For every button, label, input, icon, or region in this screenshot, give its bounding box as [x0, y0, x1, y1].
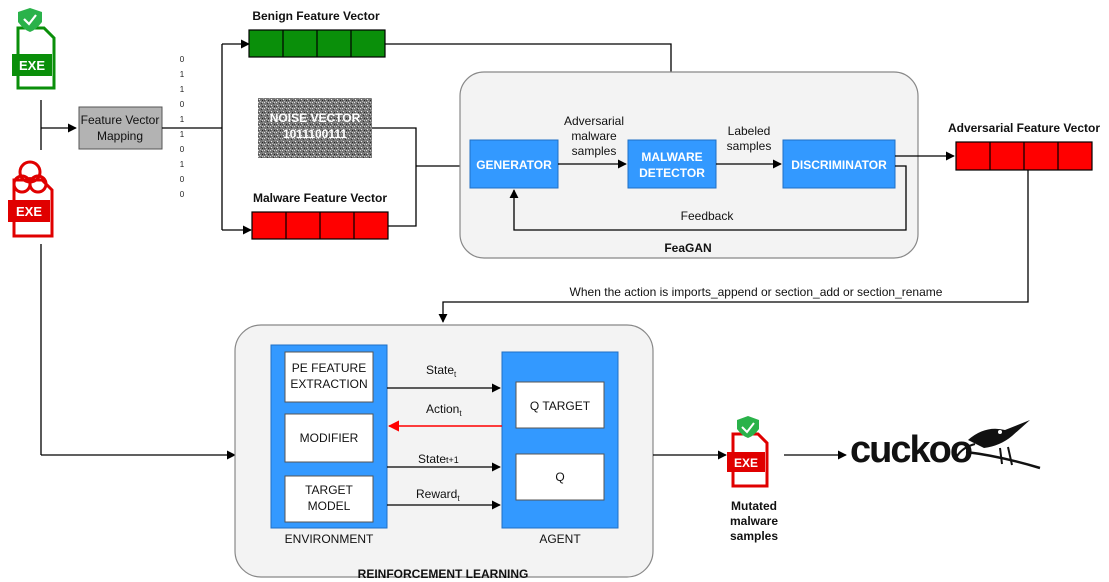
generator-block: GENERATOR	[469, 139, 559, 189]
mapped-bits: 0 1 1 0 1 1 0 1 0 0	[180, 55, 185, 199]
generator-input-connectors	[372, 127, 469, 227]
svg-text:GENERATOR: GENERATOR	[476, 158, 552, 172]
benign-exe-icon: EXE	[12, 8, 56, 90]
svg-text:DISCRIMINATOR: DISCRIMINATOR	[791, 158, 887, 172]
adversarial-samples-label: Adversarial malware samples	[564, 114, 624, 158]
condition-label: When the action is imports_append or sec…	[570, 285, 943, 299]
svg-text:EXE: EXE	[734, 456, 758, 470]
svg-text:EXE: EXE	[16, 204, 42, 219]
bit-9: 0	[180, 190, 185, 199]
svg-text:EXE: EXE	[19, 58, 45, 73]
malware-feature-vector	[251, 211, 389, 240]
svg-text:Mutated: Mutated	[731, 499, 777, 513]
vector-split-connectors	[196, 39, 252, 235]
bit-4: 1	[180, 115, 185, 124]
svg-text:Statet: Statet	[426, 363, 457, 379]
adversarial-to-rl-arrow	[438, 170, 1029, 323]
svg-text:cuckoo: cuckoo	[850, 429, 972, 471]
svg-text:malware: malware	[571, 129, 617, 143]
environment-label: ENVIRONMENT	[285, 532, 374, 546]
svg-text:EXTRACTION: EXTRACTION	[290, 377, 367, 391]
svg-text:Rewardt: Rewardt	[416, 487, 460, 503]
adversarial-feature-vector	[955, 141, 1093, 171]
bit-1: 1	[180, 70, 185, 79]
svg-text:TARGET: TARGET	[305, 483, 353, 497]
bit-5: 1	[180, 130, 185, 139]
svg-text:Q TARGET: Q TARGET	[530, 399, 591, 413]
svg-text:PE FEATURE: PE FEATURE	[292, 361, 366, 375]
cuckoo-logo: cuckoo	[850, 420, 1041, 471]
svg-text:MODIFIER: MODIFIER	[300, 431, 359, 445]
bit-3: 0	[180, 100, 185, 109]
agent-label: AGENT	[539, 532, 581, 546]
discriminator-block: DISCRIMINATOR	[782, 139, 896, 189]
svg-text:Feature Vector: Feature Vector	[81, 113, 160, 127]
labeled-samples-label: Labeled samples	[727, 124, 772, 153]
svg-text:Adversarial: Adversarial	[564, 114, 624, 128]
bit-6: 0	[180, 145, 185, 154]
malware-detector-block: MALWARE DETECTOR	[627, 139, 717, 189]
agent-block: AGENT	[501, 351, 619, 546]
svg-text:Mapping: Mapping	[97, 129, 143, 143]
adversarial-vector-label: Adversarial Feature Vector	[948, 121, 1100, 135]
bit-8: 0	[180, 175, 185, 184]
state-arrow: Statet	[387, 363, 501, 393]
svg-text:samples: samples	[727, 139, 772, 153]
malware-vector-label: Malware Feature Vector	[253, 191, 387, 205]
svg-text:samples: samples	[730, 529, 778, 543]
svg-text:DETECTOR: DETECTOR	[639, 166, 705, 180]
feedback-arrow	[509, 165, 907, 231]
modifier-box: MODIFIER	[284, 413, 374, 463]
action-arrow: Actiont	[387, 402, 502, 432]
malware-exe-icon: EXE	[8, 160, 54, 238]
svg-text:MALWARE: MALWARE	[641, 150, 702, 164]
target-model-box: TARGET MODEL	[284, 475, 374, 523]
svg-text:1011100111: 1011100111	[283, 127, 347, 141]
q-target-box: Q TARGET	[515, 381, 605, 429]
mutated-samples-label: Mutated malware samples	[730, 499, 778, 543]
input-connectors	[40, 100, 236, 460]
svg-text:Labeled: Labeled	[728, 124, 771, 138]
next-state-arrow: Statet+1	[387, 452, 501, 472]
svg-text:Statet+1: Statet+1	[418, 452, 459, 466]
bit-7: 1	[180, 160, 185, 169]
feedback-label: Feedback	[681, 209, 735, 223]
svg-text:Actiont: Actiont	[426, 402, 462, 418]
noise-vector: NOISE VECTOR 1011100111	[258, 98, 372, 158]
svg-text:malware: malware	[730, 514, 778, 528]
bit-2: 1	[180, 85, 185, 94]
pe-feature-extraction: PE FEATURE EXTRACTION	[284, 351, 374, 403]
svg-text:Q: Q	[555, 470, 564, 484]
benign-vector-label: Benign Feature Vector	[252, 9, 380, 23]
rl-title: REINFORCEMENT LEARNING	[358, 567, 529, 581]
feature-vector-mapping: Feature Vector Mapping	[78, 106, 163, 150]
feagan-title: FeaGAN	[664, 241, 711, 255]
benign-feature-vector	[248, 29, 386, 58]
svg-text:NOISE VECTOR: NOISE VECTOR	[270, 111, 361, 125]
svg-text:MODEL: MODEL	[308, 499, 351, 513]
mutated-exe-icon: EXE	[727, 416, 769, 488]
q-box: Q	[515, 453, 605, 501]
reward-arrow: Rewardt	[387, 487, 501, 510]
svg-text:samples: samples	[572, 144, 617, 158]
bit-0: 0	[180, 55, 185, 64]
